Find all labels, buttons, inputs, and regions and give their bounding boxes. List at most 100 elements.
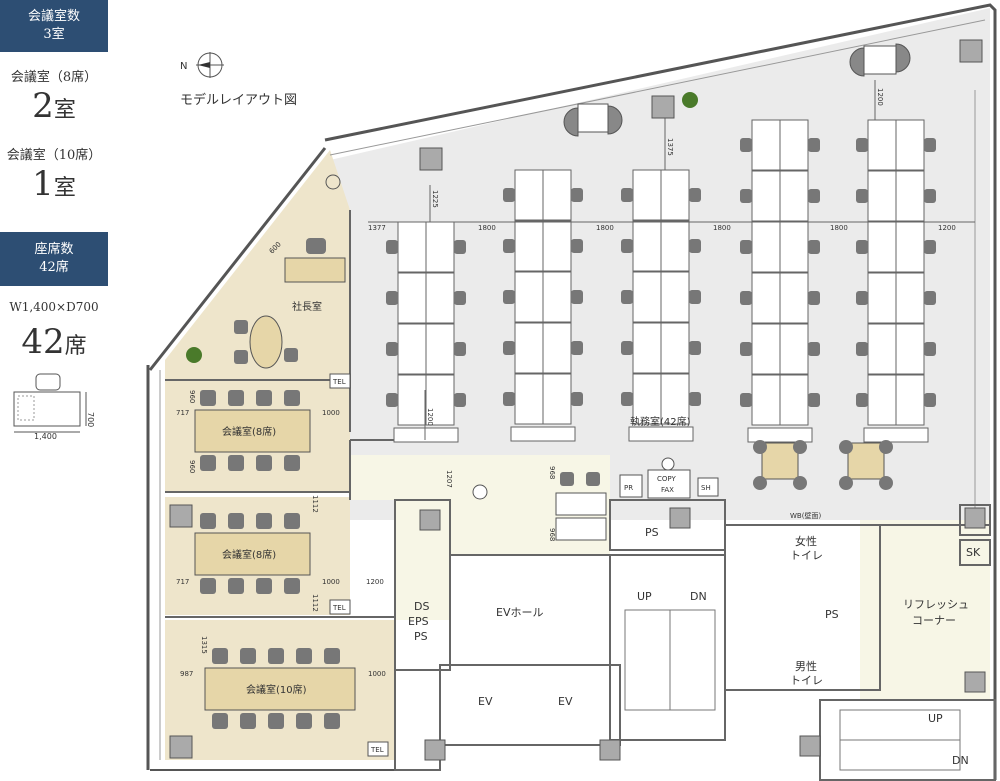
dimension-lines: [368, 80, 975, 440]
desk: [542, 169, 572, 221]
meeting8a-table: [194, 409, 311, 453]
diagonal-wall: [148, 147, 327, 371]
dim-968-b: 968: [548, 528, 556, 541]
desk: [425, 221, 455, 273]
chair: [454, 393, 466, 407]
cafe-tables: [753, 440, 893, 490]
chair: [689, 341, 701, 355]
meeting8a-label: 会議室(8席): [222, 425, 276, 438]
chair: [621, 239, 633, 253]
meeting-columns: [169, 504, 193, 759]
storage-cabinet: [863, 427, 929, 443]
dim-1000-b: 1000: [322, 578, 340, 586]
meeting-chair: [296, 713, 312, 729]
desk: [514, 271, 544, 323]
desk: [632, 373, 662, 425]
dim-1375: 1375: [666, 138, 674, 156]
desk: [425, 272, 455, 324]
tel2-label: TEL: [332, 604, 346, 612]
chair: [856, 393, 868, 407]
president-room-label: 社長室: [292, 300, 322, 313]
meeting8b-label: 会議室(8席): [222, 548, 276, 561]
desk: [397, 374, 427, 426]
chair: [621, 392, 633, 406]
chair: [924, 342, 936, 356]
dim-1315: 1315: [200, 636, 208, 654]
chair: [740, 393, 752, 407]
desk: [425, 323, 455, 375]
chair: [621, 341, 633, 355]
chair: [856, 342, 868, 356]
chair: [740, 342, 752, 356]
seat-count-badge: 座席数 42席: [0, 232, 108, 286]
tel1-label: TEL: [332, 378, 346, 386]
lounge-furniture: [419, 39, 983, 171]
meeting-chair: [256, 455, 272, 471]
desk: [895, 323, 925, 375]
floor-plan: N モデルレイアウト図 1377 1800 1800 1800 1800 120…: [146, 3, 997, 781]
chair: [571, 341, 583, 355]
storage-cabinet: [747, 427, 813, 443]
desk-depth-dim: 700: [86, 412, 95, 427]
desk: [632, 271, 662, 323]
refresh-floor: [860, 520, 990, 700]
desk: [397, 323, 427, 375]
chair: [740, 189, 752, 203]
desk: [779, 221, 809, 273]
desk: [867, 272, 897, 324]
desk: [779, 272, 809, 324]
chair: [621, 188, 633, 202]
desk: [660, 271, 690, 323]
desk: [779, 119, 809, 171]
hall-floor: [350, 455, 610, 620]
chair: [808, 291, 820, 305]
ev2-label: EV: [558, 695, 573, 708]
chair: [571, 188, 583, 202]
ds-label: DS: [414, 600, 429, 613]
president-furniture: [234, 238, 346, 369]
desk: [660, 373, 690, 425]
chair: [503, 239, 515, 253]
chair: [924, 291, 936, 305]
meeting10-table: [204, 667, 356, 711]
chair: [689, 290, 701, 304]
printer-area: PR COPY FAX SH: [619, 457, 719, 499]
interior-walls: [165, 210, 996, 781]
ev1-label: EV: [478, 695, 493, 708]
dim-717-b: 717: [176, 578, 189, 586]
outer-wall: [324, 3, 997, 780]
meeting-chair: [284, 390, 300, 406]
meeting-chair: [212, 713, 228, 729]
room8-count: 2室: [32, 86, 76, 126]
desk: [779, 170, 809, 222]
desk: [751, 374, 781, 426]
meeting8b-table: [194, 532, 311, 576]
chair: [856, 240, 868, 254]
chair: [740, 240, 752, 254]
desk: [751, 170, 781, 222]
meeting-chair: [228, 513, 244, 529]
column-3: [959, 39, 983, 63]
desk: [660, 322, 690, 374]
desk: [867, 323, 897, 375]
plant-icon: [186, 92, 698, 363]
chair: [386, 240, 398, 254]
desk: [514, 220, 544, 272]
meeting-chair: [200, 390, 216, 406]
meeting-chair: [324, 713, 340, 729]
seat-count: 42席: [21, 322, 87, 362]
chair: [689, 392, 701, 406]
desk: [542, 322, 572, 374]
desk: [542, 220, 572, 272]
desk: [867, 170, 897, 222]
chair: [571, 392, 583, 406]
desk: [632, 169, 662, 221]
ps-top-label: PS: [645, 526, 659, 539]
meeting10-label: 会議室(10席): [246, 683, 307, 696]
dim-960-a: 960: [188, 390, 196, 403]
men-label-2: トイレ: [790, 674, 823, 687]
room10-unit: 室: [53, 176, 76, 201]
dim-1000-c: 1000: [368, 670, 386, 678]
chair: [856, 291, 868, 305]
column-2: [419, 147, 443, 171]
